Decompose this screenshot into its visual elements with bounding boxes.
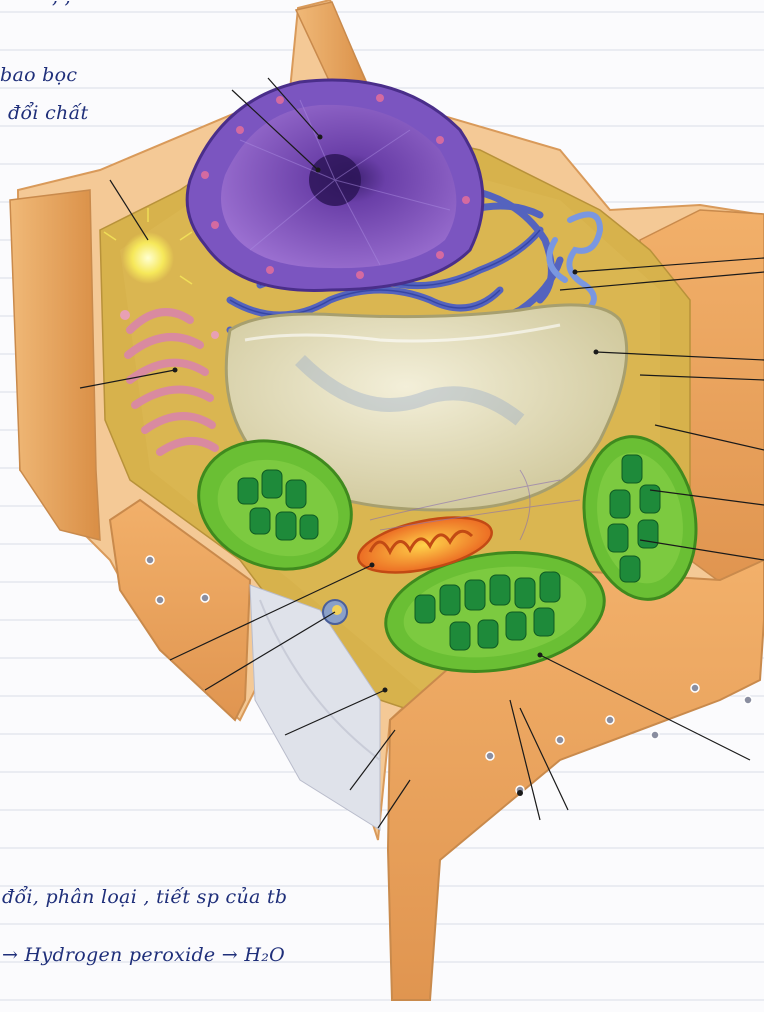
cell-wall-left (10, 190, 100, 540)
nucleus (187, 80, 483, 290)
